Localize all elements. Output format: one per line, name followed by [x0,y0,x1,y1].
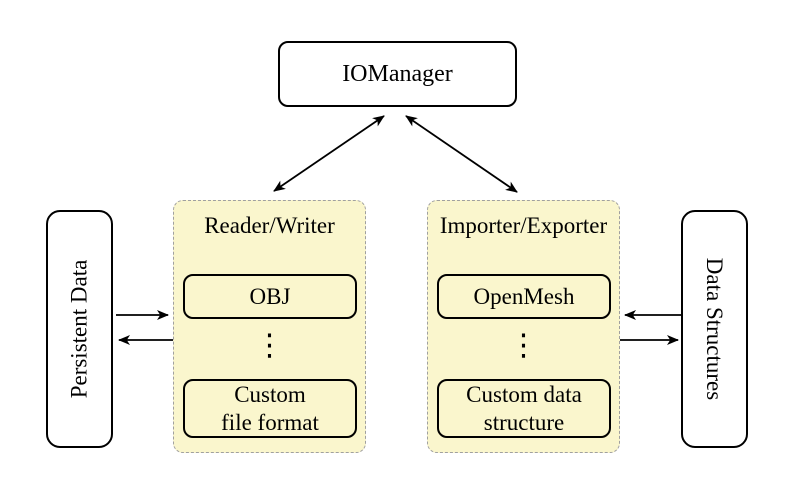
persistent-data-box: Persistent Data [46,210,113,448]
custom-data-structure-line2: structure [483,409,565,435]
persistent-data-label: Persistent Data [66,259,92,399]
data-structures-box: Data Structures [681,210,748,448]
custom-data-structure-box: Custom data structure [437,379,611,438]
reader-writer-group-title: Reader/Writer [204,213,335,238]
custom-file-format-box: Custom file format [183,379,357,438]
arrow-iomanager-reader-writer [273,115,385,192]
obj-label: OBJ [249,283,291,309]
openmesh-label: OpenMesh [473,283,575,309]
vertical-ellipsis: ⋮ [508,328,539,363]
reader-writer-group: Reader/Writer OBJ ⋮ Custom file format [173,200,366,453]
importer-exporter-group: Importer/Exporter OpenMesh ⋮ Custom data… [427,200,620,453]
arrow-iomanager-importer-exporter [405,115,518,193]
data-structures-label: Data Structures [702,257,728,401]
importer-exporter-group-title: Importer/Exporter [439,213,608,238]
openmesh-box: OpenMesh [437,274,611,319]
custom-file-format-line1: Custom [234,382,306,408]
iomanager-label: IOManager [342,60,453,87]
custom-file-format-line2: file format [221,409,319,435]
obj-box: OBJ [183,274,357,319]
iomanager-box: IOManager [278,41,517,107]
custom-data-structure-line1: Custom data [466,382,582,408]
vertical-ellipsis: ⋮ [254,328,285,363]
